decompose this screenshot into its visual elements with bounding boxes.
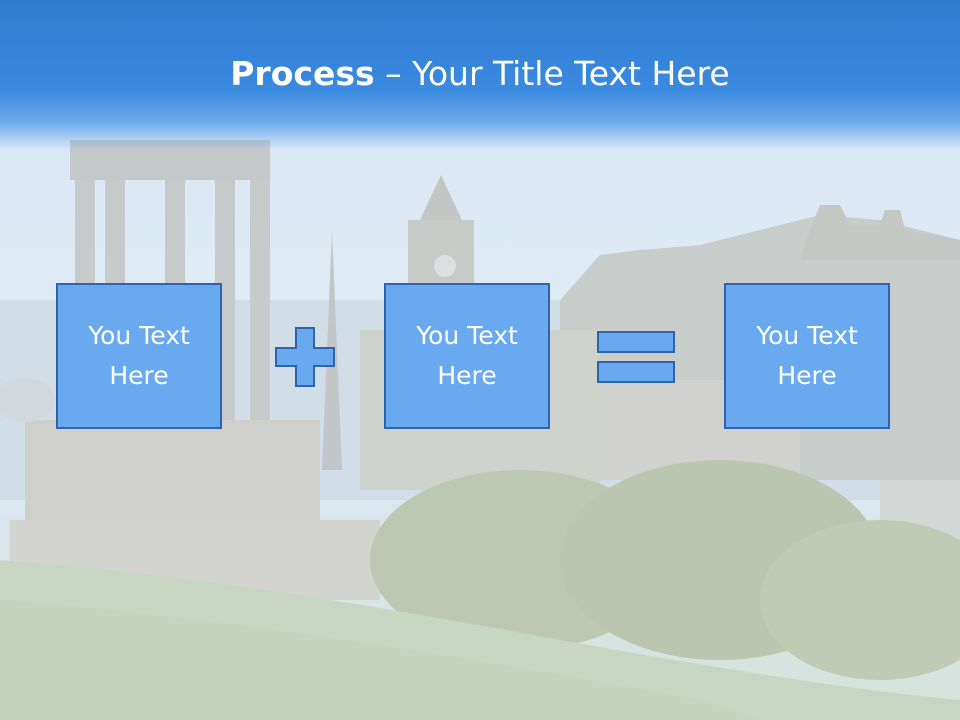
slide-title: Process – Your Title Text Here	[0, 52, 960, 96]
equals-icon	[597, 331, 675, 383]
process-box-1[interactable]: You Text Here	[56, 283, 222, 429]
process-box-2[interactable]: You Text Here	[384, 283, 550, 429]
process-box-1-text: You Text Here	[88, 321, 190, 390]
title-bar	[0, 0, 960, 150]
process-box-2-text: You Text Here	[416, 321, 518, 390]
title-dash: –	[374, 54, 413, 93]
process-box-3-text: You Text Here	[756, 321, 858, 390]
title-rest: Your Title Text Here	[412, 54, 730, 93]
plus-icon	[275, 327, 335, 387]
process-box-3[interactable]: You Text Here	[724, 283, 890, 429]
title-bold: Process	[230, 54, 375, 93]
